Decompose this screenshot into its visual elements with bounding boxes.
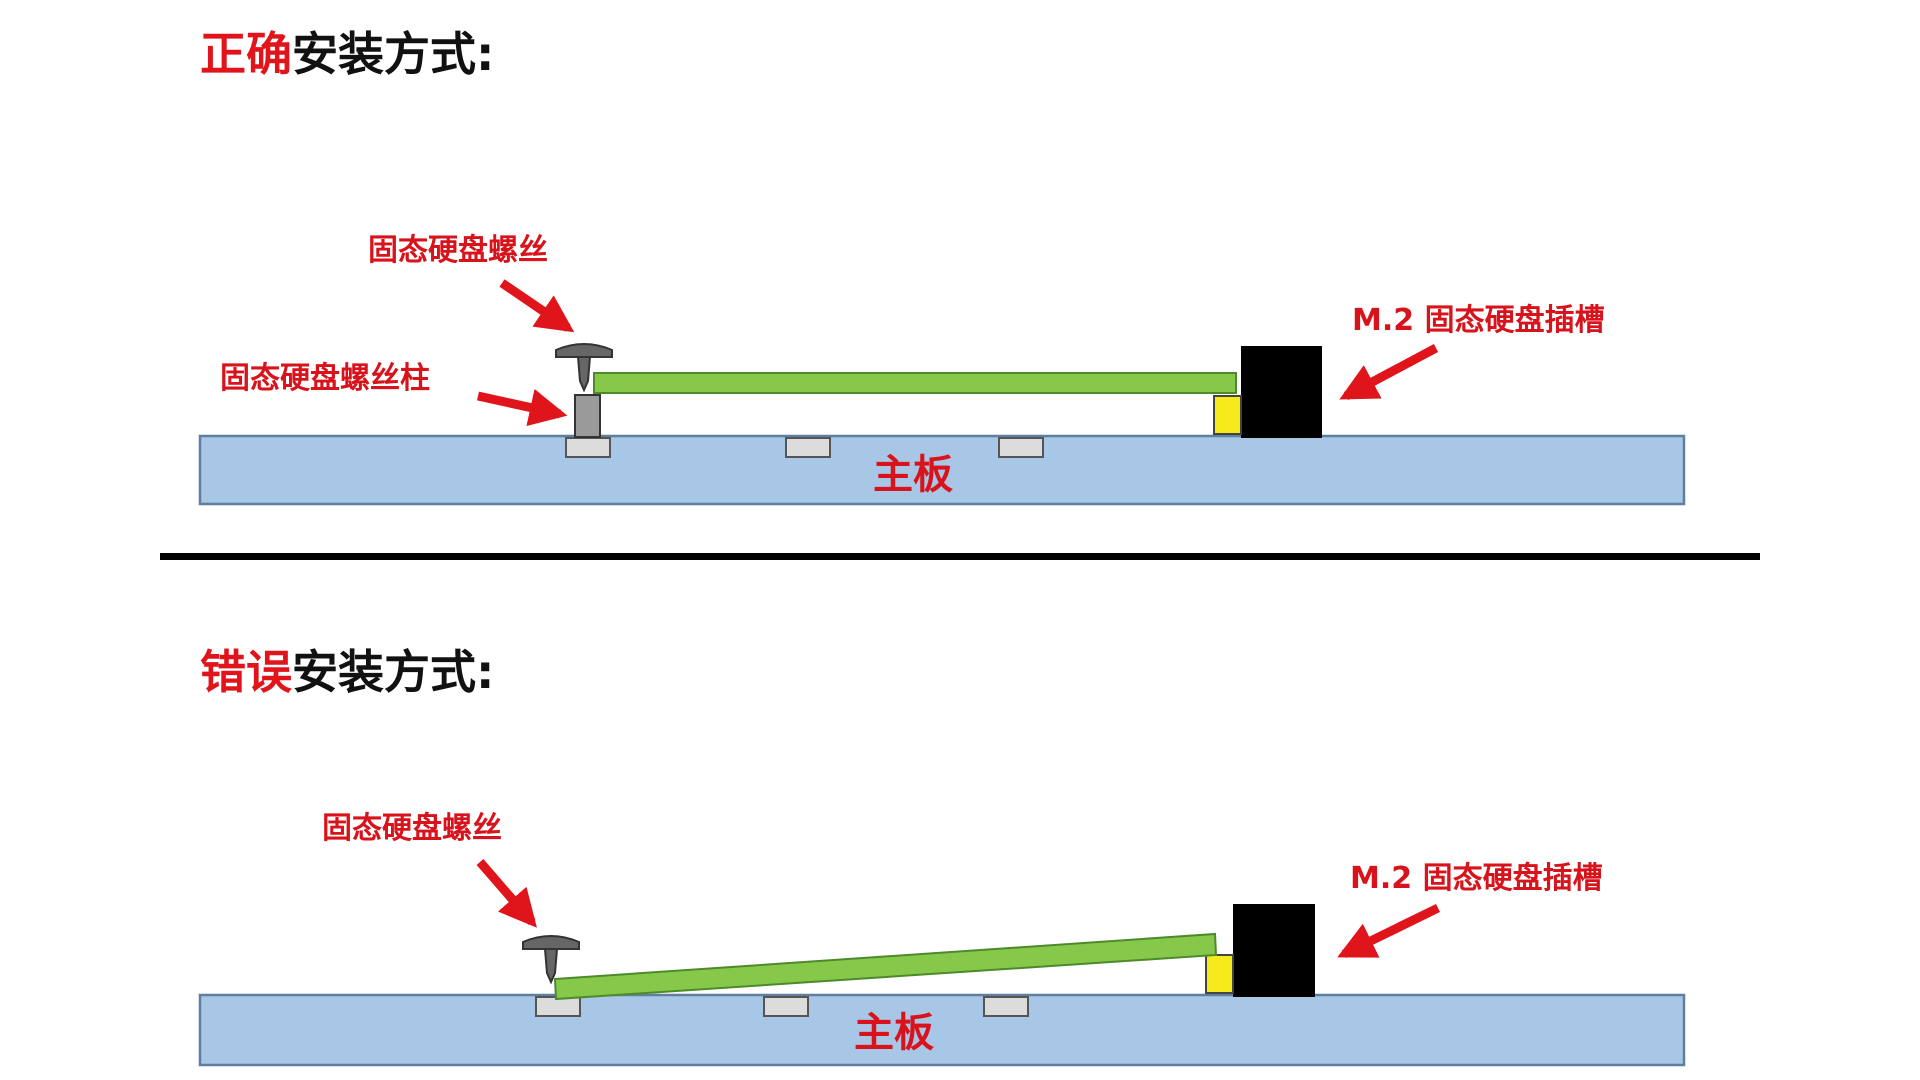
screw-icon <box>522 935 580 985</box>
arrow-icon <box>477 389 568 426</box>
arrow-icon <box>499 279 575 333</box>
slot-contact <box>1205 954 1234 994</box>
ssd-module <box>593 372 1237 394</box>
wrong-title-suffix: 安装方式: <box>292 645 494 699</box>
pad <box>565 437 611 458</box>
label-ssd-standoff: 固态硬盘螺丝柱 <box>220 361 430 396</box>
wrong-title: 错误安装方式: <box>200 645 494 699</box>
m2-slot <box>1233 904 1315 997</box>
label-ssd-screw: 固态硬盘螺丝 <box>322 811 502 846</box>
motherboard <box>198 434 1686 506</box>
correct-title-suffix: 安装方式: <box>292 27 494 81</box>
wrong-section: 错误安装方式: 主板 固态硬盘螺丝 M.2 固态硬盘插槽 <box>198 645 1686 1067</box>
motherboard <box>198 993 1686 1067</box>
correct-title-prefix: 正确 <box>200 27 292 81</box>
correct-section: 正确安装方式: 主板 固态硬盘螺丝 固态硬盘螺丝柱 M.2 固态硬盘插槽 <box>198 27 1686 506</box>
label-m2-slot: M.2 固态硬盘插槽 <box>1350 861 1603 896</box>
arrow-icon <box>1337 903 1440 959</box>
wrong-title-prefix: 错误 <box>200 645 292 699</box>
m2-slot <box>1241 346 1322 438</box>
slot-contact <box>1213 395 1242 435</box>
pad <box>763 996 809 1017</box>
ssd-module <box>553 932 1218 1001</box>
section-divider <box>160 553 1760 560</box>
pad <box>785 437 831 458</box>
arrow-icon <box>476 859 537 928</box>
motherboard-label: 主板 <box>854 1010 934 1056</box>
correct-title: 正确安装方式: <box>200 27 494 81</box>
pad <box>983 996 1029 1017</box>
pad <box>998 437 1044 458</box>
motherboard-label: 主板 <box>873 452 953 498</box>
screw-icon <box>555 343 613 393</box>
label-ssd-screw: 固态硬盘螺丝 <box>368 233 548 268</box>
ssd-standoff <box>574 394 601 438</box>
label-m2-slot: M.2 固态硬盘插槽 <box>1352 303 1605 338</box>
arrow-icon <box>1339 344 1439 400</box>
